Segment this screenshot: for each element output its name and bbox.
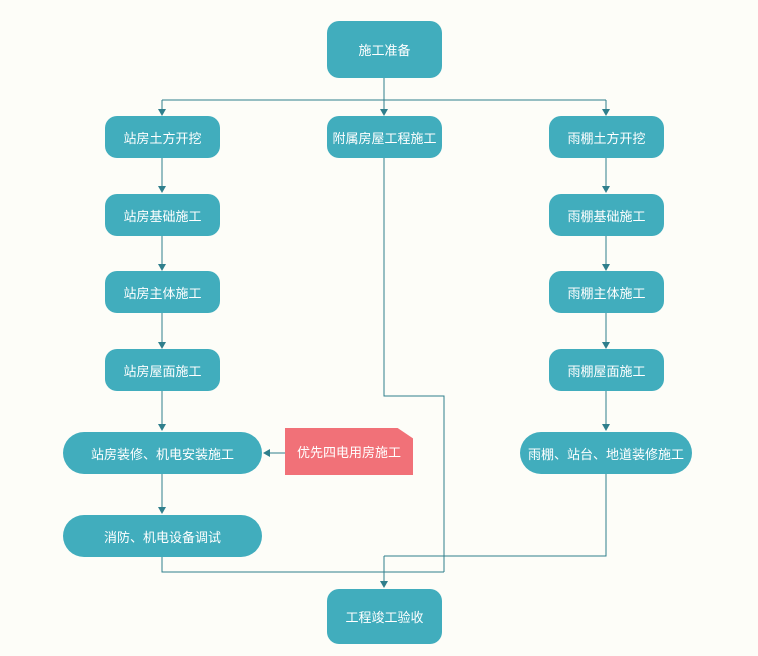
node-left-1[interactable]: 站房土方开挖: [105, 116, 220, 158]
connector-right-5-path: [384, 474, 607, 557]
note-priority[interactable]: 优先四电用房施工: [285, 428, 413, 475]
node-start[interactable]: 施工准备: [327, 21, 442, 78]
node-end[interactable]: 工程竣工验收: [327, 589, 442, 644]
node-middle-1[interactable]: 附属房屋工程施工: [327, 116, 442, 158]
node-left-2[interactable]: 站房基础施工: [105, 194, 220, 236]
node-right-2[interactable]: 雨棚基础施工: [549, 194, 664, 236]
connector-middle-path: [383, 158, 445, 572]
node-right-4[interactable]: 雨棚屋面施工: [549, 349, 664, 391]
node-left-4[interactable]: 站房屋面施工: [105, 349, 220, 391]
node-left-5[interactable]: 站房装修、机电安装施工: [63, 432, 262, 474]
node-right-1[interactable]: 雨棚土方开挖: [549, 116, 664, 158]
connector-left-6-path: [161, 557, 444, 573]
node-left-3[interactable]: 站房主体施工: [105, 271, 220, 313]
node-left-6[interactable]: 消防、机电设备调试: [63, 515, 262, 557]
node-right-3[interactable]: 雨棚主体施工: [549, 271, 664, 313]
node-right-5[interactable]: 雨棚、站台、地道装修施工: [520, 432, 692, 474]
